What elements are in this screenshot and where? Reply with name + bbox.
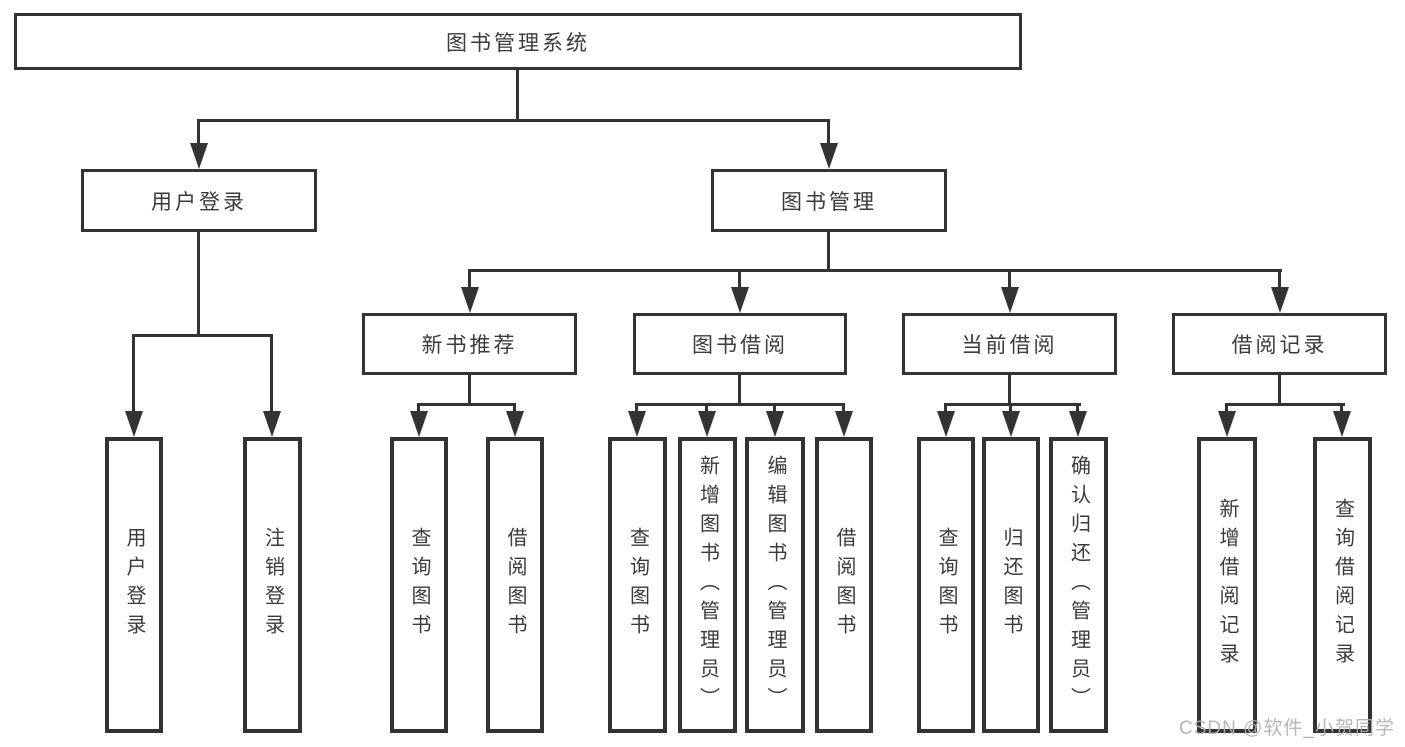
node-label: 归还图书 xyxy=(1000,527,1022,643)
connector-current-drop-1 xyxy=(944,403,947,418)
connector-bookmgmt-drop-2 xyxy=(738,269,741,295)
leaf-user-login: 用户登录 xyxy=(105,437,163,733)
connector-borrowing-drop-4 xyxy=(842,403,845,418)
arrow-down-icon xyxy=(628,411,646,437)
node-label: 当前借阅 xyxy=(961,334,1058,357)
connector-recommend-bar xyxy=(417,403,516,406)
connector-bookmgmt-stem xyxy=(827,232,830,272)
node-label: 新增图书（管理员） xyxy=(696,454,719,716)
connector-borrowing-stem xyxy=(738,375,741,406)
node-borrowing-records: 借阅记录 xyxy=(1172,313,1387,375)
connector-bookmgmt-drop-3 xyxy=(1008,269,1011,295)
connector-userlogin-bar xyxy=(132,334,273,337)
arrow-down-icon xyxy=(461,287,479,313)
connector-borrowing-drop-2 xyxy=(705,403,708,418)
leaf-query-books-recommend: 查询图书 xyxy=(390,437,448,733)
leaf-confirm-return-admin: 确认归还（管理员） xyxy=(1049,437,1108,733)
arrow-down-icon xyxy=(937,411,955,437)
node-label: 用户登录 xyxy=(151,190,247,214)
arrow-down-icon xyxy=(1001,287,1019,313)
connector-recommend-drop-1 xyxy=(417,403,420,418)
arrow-down-icon xyxy=(263,411,281,437)
node-current-borrowing: 当前借阅 xyxy=(902,313,1117,375)
connector-records-drop-2 xyxy=(1340,403,1343,418)
connector-borrowing-drop-1 xyxy=(635,403,638,418)
connector-root-drop-left xyxy=(197,119,200,151)
node-label: 借阅记录 xyxy=(1231,334,1328,357)
arrow-down-icon xyxy=(506,411,524,437)
leaf-add-book-admin: 新增图书（管理员） xyxy=(678,437,737,733)
arrow-down-icon xyxy=(820,143,838,169)
leaf-add-borrow-record: 新增借阅记录 xyxy=(1197,437,1257,733)
leaf-borrow-books-recommend: 借阅图书 xyxy=(486,437,544,733)
connector-borrowing-bar xyxy=(635,403,845,406)
connector-current-drop-2 xyxy=(1009,403,1012,418)
node-label: 确认归还（管理员） xyxy=(1067,454,1090,716)
connector-records-bar xyxy=(1225,403,1345,406)
node-new-book-recommendation: 新书推荐 xyxy=(362,313,577,375)
arrow-down-icon xyxy=(835,411,853,437)
leaf-edit-book-admin: 编辑图书（管理员） xyxy=(745,437,805,733)
arrow-down-icon xyxy=(125,411,143,437)
node-label: 用户登录 xyxy=(123,527,145,643)
node-label: 查询图书 xyxy=(626,527,649,643)
node-library-management-system: 图书管理系统 xyxy=(14,13,1022,70)
node-label: 图书管理 xyxy=(781,190,877,214)
node-label: 注销登录 xyxy=(261,527,284,643)
node-label: 借阅图书 xyxy=(504,527,526,643)
connector-records-drop-1 xyxy=(1225,403,1228,418)
connector-current-drop-3 xyxy=(1076,403,1079,418)
node-label: 新增借阅记录 xyxy=(1216,498,1238,672)
arrow-down-icon xyxy=(1218,411,1236,437)
connector-root-stem xyxy=(516,70,519,120)
arrow-down-icon xyxy=(410,411,428,437)
arrow-down-icon xyxy=(1002,411,1020,437)
arrow-down-icon xyxy=(1069,411,1087,437)
connector-recommend-drop-2 xyxy=(513,403,516,418)
connector-root-drop-right xyxy=(827,119,830,151)
leaf-query-books-current: 查询图书 xyxy=(917,437,975,733)
node-user-login: 用户登录 xyxy=(81,169,317,232)
connector-userlogin-stem xyxy=(197,232,200,337)
connector-current-stem xyxy=(1008,375,1011,406)
node-label: 编辑图书（管理员） xyxy=(764,454,786,716)
connector-root-bar xyxy=(197,119,830,122)
arrow-down-icon xyxy=(731,287,749,313)
node-label: 图书借阅 xyxy=(692,334,788,357)
connector-recommend-stem xyxy=(468,375,471,406)
node-book-management: 图书管理 xyxy=(711,169,947,232)
connector-userlogin-drop-left xyxy=(132,334,135,418)
leaf-query-borrow-record: 查询借阅记录 xyxy=(1313,437,1372,733)
leaf-return-book: 归还图书 xyxy=(982,437,1040,733)
arrow-down-icon xyxy=(1271,287,1289,313)
connector-bookmgmt-drop-4 xyxy=(1278,269,1281,295)
connector-borrowing-drop-3 xyxy=(773,403,776,418)
leaf-borrow-books: 借阅图书 xyxy=(815,437,873,733)
node-label: 查询图书 xyxy=(935,527,957,643)
node-label: 图书管理系统 xyxy=(446,31,590,55)
connector-records-stem xyxy=(1278,375,1281,406)
connector-bookmgmt-bar xyxy=(468,269,1282,272)
connector-userlogin-drop-right xyxy=(270,334,273,418)
arrow-down-icon xyxy=(190,143,208,169)
arrow-down-icon xyxy=(1333,411,1351,437)
arrow-down-icon xyxy=(766,411,784,437)
node-label: 查询借阅记录 xyxy=(1331,498,1354,672)
arrow-down-icon xyxy=(698,411,716,437)
node-label: 借阅图书 xyxy=(833,527,855,643)
csdn-watermark: CSDN @软件_小贺同学 xyxy=(1179,718,1395,739)
leaf-query-books-borrowing: 查询图书 xyxy=(608,437,667,733)
connector-current-bar xyxy=(944,403,1081,406)
node-label: 新书推荐 xyxy=(421,334,518,357)
node-book-borrowing: 图书借阅 xyxy=(633,313,847,375)
leaf-logout: 注销登录 xyxy=(243,437,302,733)
node-label: 查询图书 xyxy=(408,527,430,643)
connector-bookmgmt-drop-1 xyxy=(468,269,471,295)
